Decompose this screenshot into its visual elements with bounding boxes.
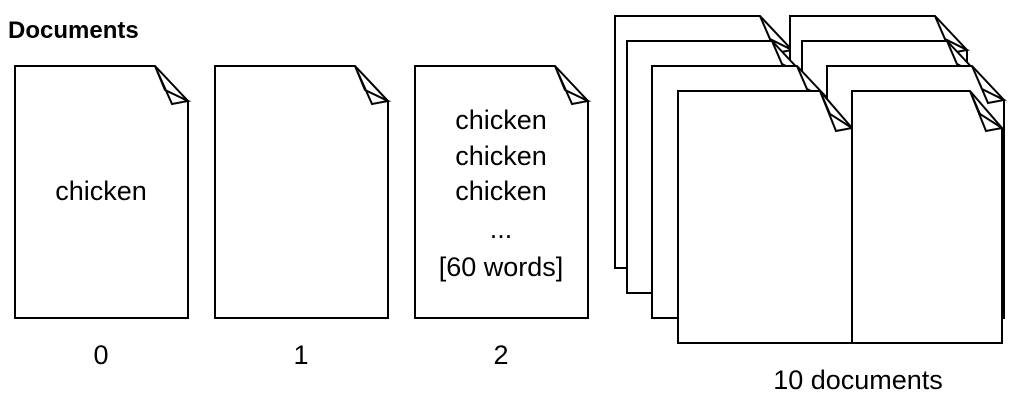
document-stack xyxy=(614,15,1008,344)
document-0: chicken xyxy=(14,65,192,319)
document-stack-caption: 10 documents xyxy=(773,365,943,395)
document-2-caption: 2 xyxy=(493,340,508,370)
page-fold-icon xyxy=(354,65,392,106)
document-2-line-3: ... xyxy=(490,214,513,244)
diagram-title: Documents xyxy=(8,17,139,44)
document-icon xyxy=(214,65,389,319)
document-2-line-4: [60 words] xyxy=(439,252,564,282)
document-0-caption: 0 xyxy=(93,340,108,370)
document-icon xyxy=(851,90,1003,344)
page-fold-icon xyxy=(154,65,192,106)
document-2-line-0: chicken xyxy=(455,105,547,135)
page-fold-icon xyxy=(554,65,592,106)
document-0-line-0: chicken xyxy=(55,176,147,206)
document-2-line-1: chicken xyxy=(455,141,547,171)
document-1-caption: 1 xyxy=(293,340,308,370)
document-icon xyxy=(14,65,189,319)
document-2: chicken chicken chicken ... [60 words] xyxy=(414,65,592,319)
page-fold-icon xyxy=(969,90,1005,133)
page-fold-icon xyxy=(971,65,1008,105)
document-icon xyxy=(414,65,589,319)
document-1 xyxy=(214,65,392,319)
document-icon xyxy=(677,90,853,344)
document-2-line-2: chicken xyxy=(455,176,547,206)
